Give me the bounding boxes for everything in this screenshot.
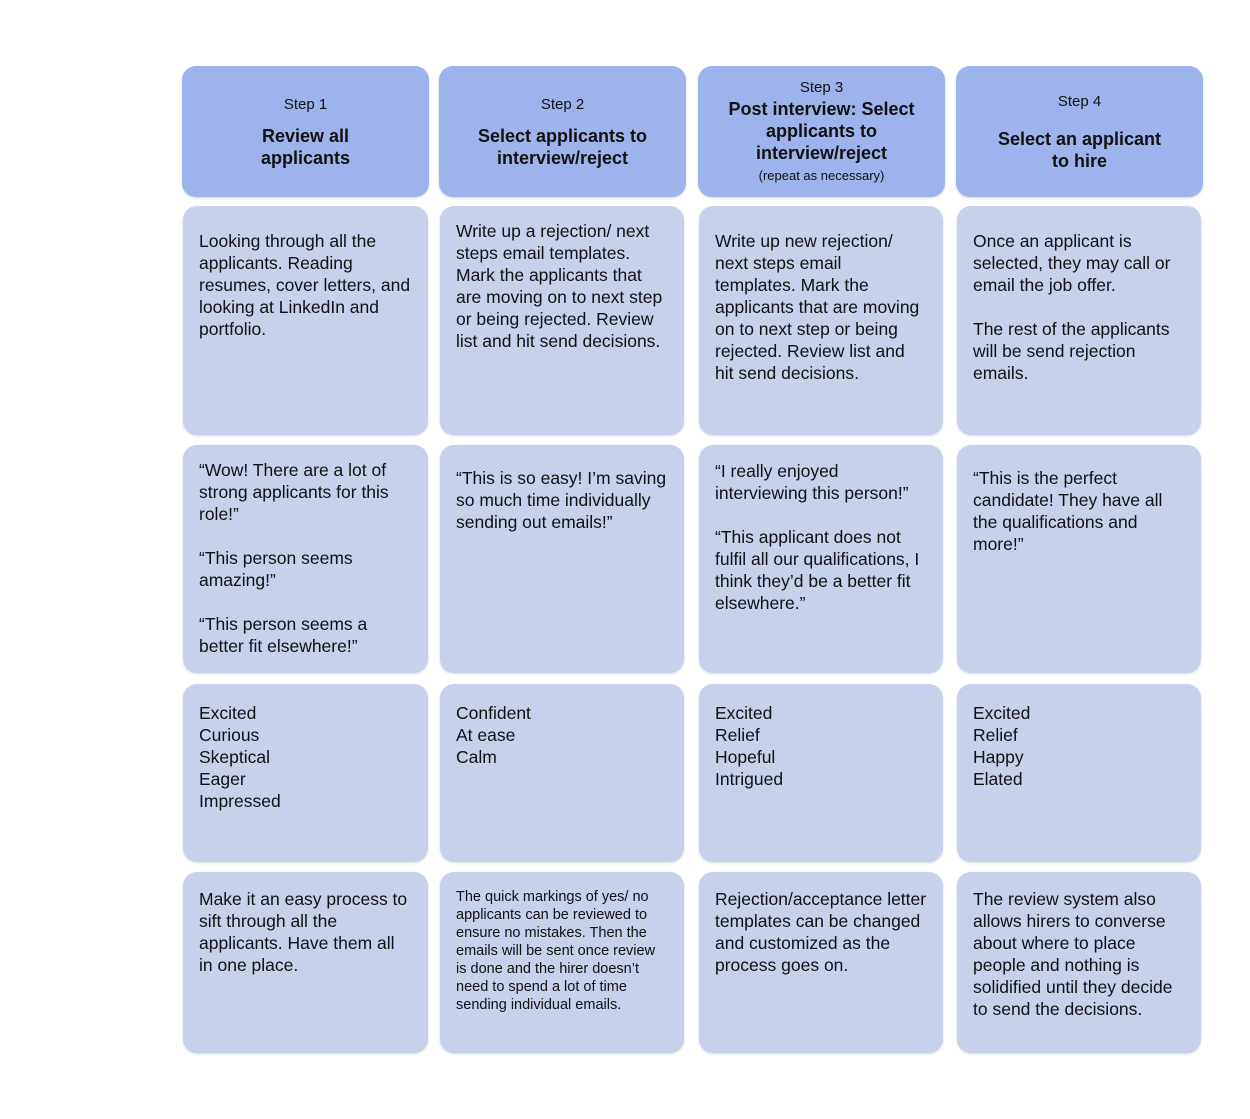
step-3-description: Write up new rejection/ next steps email… [699,206,943,435]
step-2-opportunity: The quick markings of yes/ no applicants… [440,872,684,1053]
step-3-quotes: “I really enjoyed interviewing this pers… [699,445,943,673]
step-3-title: Post interview: Select applicants to int… [728,99,915,163]
step-2-title: Select applicants to interview/reject [477,125,648,168]
step-4-header: Step 4 Select an applicant to hire [956,66,1203,197]
step-2-label: Step 2 [540,95,585,113]
step-1-description: Looking through all the applicants. Read… [183,206,428,435]
step-3-feelings: Excited Relief Hopeful Intrigued [699,684,943,862]
step-2-description: Write up a rejection/ next steps email t… [440,206,684,435]
step-4-label: Step 4 [1057,92,1102,110]
step-header-row: Step 1 Review all applicants Step 2 Sele… [182,66,1203,197]
step-1-label: Step 1 [283,95,328,113]
step-1-header: Step 1 Review all applicants [182,66,429,197]
step-2-feelings: Confident At ease Calm [440,684,684,862]
step-3-opportunity: Rejection/acceptance letter templates ca… [699,872,943,1053]
step-1-title: Review all applicants [260,125,351,168]
step-3-label: Step 3 [799,79,844,96]
step-4-quotes: “This is the perfect candidate! They hav… [957,445,1201,673]
step-4-description: Once an applicant is selected, they may … [957,206,1201,435]
step-1-opportunity: Make it an easy process to sift through … [183,872,428,1053]
step-1-quotes: “Wow! There are a lot of strong applican… [183,445,428,673]
step-2-header: Step 2 Select applicants to interview/re… [439,66,686,197]
step-1-feelings: Excited Curious Skeptical Eager Impresse… [183,684,428,862]
step-3-note: (repeat as necessary) [758,168,885,183]
step-2-quotes: “This is so easy! I’m saving so much tim… [440,445,684,673]
step-3-header: Step 3 Post interview: Select applicants… [698,66,945,197]
step-4-opportunity: The review system also allows hirers to … [957,872,1201,1053]
step-4-feelings: Excited Relief Happy Elated [957,684,1201,862]
step-4-title: Select an applicant to hire [997,128,1162,171]
